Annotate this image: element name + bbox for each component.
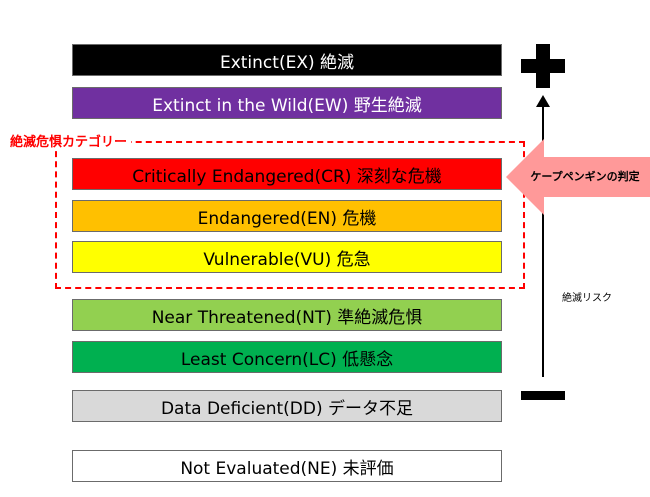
category-label-critically-endangered: Critically Endangered(CR) 深刻な危機	[132, 166, 442, 187]
category-label-endangered: Endangered(EN) 危機	[197, 208, 377, 229]
category-bar-vulnerable: Vulnerable(VU) 危急	[72, 241, 502, 273]
category-bar-least-concern: Least Concern(LC) 低懸念	[72, 341, 502, 373]
category-bar-extinct-in-the-wild: Extinct in the Wild(EW) 野生絶滅	[72, 87, 502, 119]
penguin-assessment-label: ケープペンギンの判定	[530, 170, 640, 183]
category-bar-extinct: Extinct(EX) 絶滅	[72, 44, 502, 76]
plus-icon	[521, 44, 565, 88]
category-label-data-deficient: Data Deficient(DD) データ不足	[160, 398, 414, 419]
category-label-extinct: Extinct(EX) 絶滅	[219, 52, 355, 73]
extinction-risk-label: 絶滅リスク	[562, 293, 612, 304]
category-bar-not-evaluated: Not Evaluated(NE) 未評価	[72, 450, 502, 482]
category-label-near-threatened: Near Threatened(NT) 準絶滅危惧	[151, 307, 423, 328]
category-bar-endangered: Endangered(EN) 危機	[72, 200, 502, 232]
threatened-category-label: 絶滅危惧カテゴリー	[10, 131, 132, 150]
category-bar-critically-endangered: Critically Endangered(CR) 深刻な危機	[72, 158, 502, 190]
threatened-category-frame	[55, 141, 525, 289]
penguin-assessment-arrow-icon	[506, 139, 650, 215]
category-label-not-evaluated: Not Evaluated(NE) 未評価	[180, 458, 394, 479]
category-label-vulnerable: Vulnerable(VU) 危急	[203, 249, 371, 270]
category-label-extinct-in-the-wild: Extinct in the Wild(EW) 野生絶滅	[152, 95, 422, 116]
category-label-least-concern: Least Concern(LC) 低懸念	[180, 349, 394, 370]
category-bar-near-threatened: Near Threatened(NT) 準絶滅危惧	[72, 299, 502, 331]
category-bar-data-deficient: Data Deficient(DD) データ不足	[72, 390, 502, 422]
minus-icon	[521, 391, 565, 400]
